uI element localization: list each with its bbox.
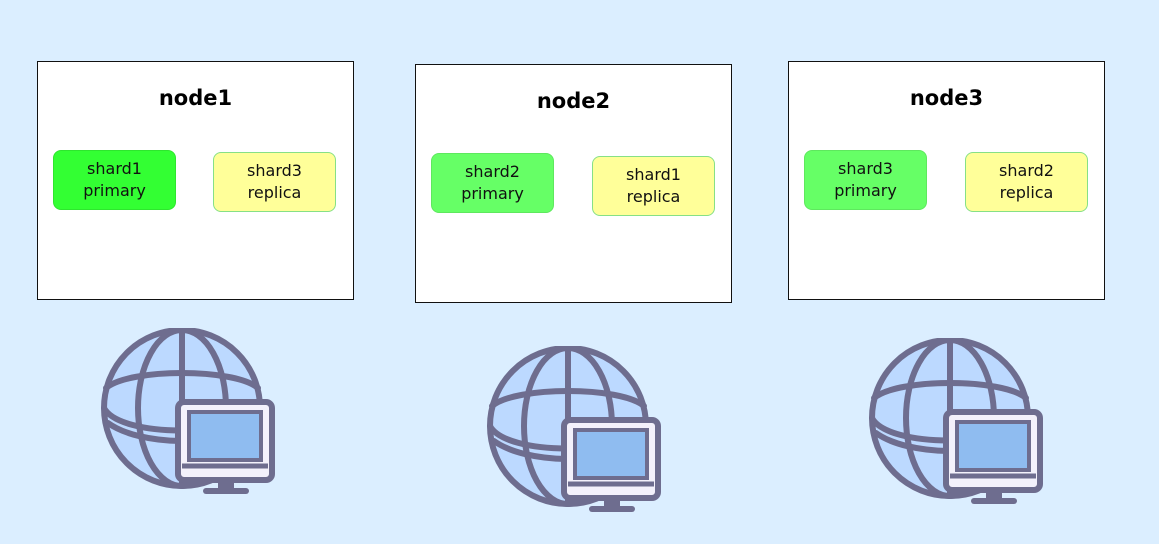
shard-role: replica bbox=[999, 183, 1054, 202]
node-title: node3 bbox=[909, 86, 984, 110]
shard-name: shard1 bbox=[87, 159, 142, 178]
network-computer-icon bbox=[487, 346, 661, 512]
shard-name: shard3 bbox=[247, 161, 302, 180]
network-computer-icon bbox=[869, 338, 1043, 504]
shard-card-replica: shard2 replica bbox=[965, 152, 1088, 212]
shard-role: primary bbox=[83, 181, 146, 200]
shard-card-primary: shard2 primary bbox=[431, 153, 554, 213]
node-title: node1 bbox=[158, 86, 233, 110]
node-box-3: node3 shard3 primary shard2 replica bbox=[788, 61, 1105, 300]
shard-role: replica bbox=[247, 183, 302, 202]
network-computer-icon bbox=[101, 328, 275, 494]
shard-card-primary: shard3 primary bbox=[804, 150, 927, 210]
shard-role: primary bbox=[461, 184, 524, 203]
shard-role: primary bbox=[834, 181, 897, 200]
shard-name: shard3 bbox=[838, 159, 893, 178]
shard-card-replica: shard3 replica bbox=[213, 152, 336, 212]
shard-card-replica: shard1 replica bbox=[592, 156, 715, 216]
shard-card-primary: shard1 primary bbox=[53, 150, 176, 210]
shard-name: shard2 bbox=[999, 161, 1054, 180]
node-box-2: node2 shard2 primary shard1 replica bbox=[415, 64, 732, 303]
shard-name: shard1 bbox=[626, 165, 681, 184]
shard-role: replica bbox=[626, 187, 681, 206]
node-title: node2 bbox=[536, 89, 611, 113]
node-box-1: node1 shard1 primary shard3 replica bbox=[37, 61, 354, 300]
shard-name: shard2 bbox=[465, 162, 520, 181]
